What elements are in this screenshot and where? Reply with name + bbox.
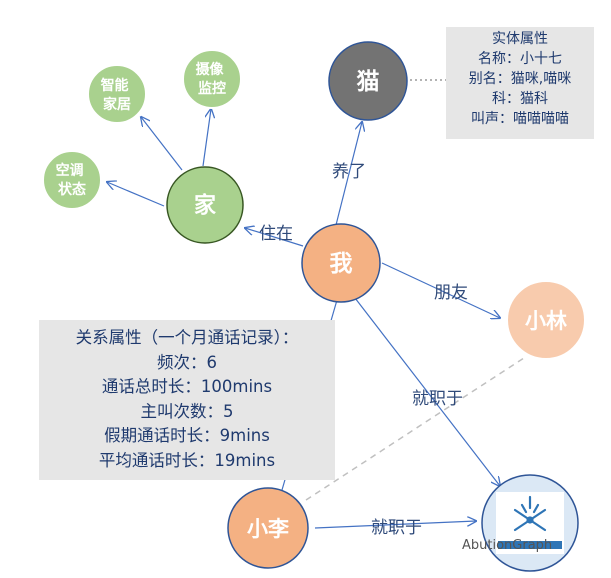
edge-wo-jia: [245, 228, 304, 247]
node-kongtiao[interactable]: [42, 150, 102, 210]
entity-box-title: 实体属性: [492, 31, 548, 47]
node-zhineng-label: 智能 家居: [100, 77, 134, 113]
relation-box-title: 关系属性（一个月通话记录）：: [75, 328, 299, 347]
node-xiaoli[interactable]: [227, 487, 309, 569]
node-shexiang-label: 摄像 监控: [196, 61, 229, 97]
edge-jia-shexiang: [202, 109, 211, 167]
edge-wo-mao: [335, 122, 362, 226]
entity-attr-alias: 别名：猫咪,喵咪: [468, 71, 572, 87]
node-xiaolin-label: 小林: [525, 309, 567, 333]
edge-wo-company: [354, 297, 500, 486]
relation-attr-total-duration: 通话总时长：100mins: [101, 377, 273, 396]
watermark: AbutionGraph: [462, 538, 553, 553]
entity-attr-family: 科：猫科: [492, 91, 548, 107]
entity-attr-name: 名称：小十七: [478, 51, 562, 67]
company-logo-caption-bar: [498, 541, 562, 549]
edge-label-jiuzhiyu-2: 就职于: [371, 518, 422, 538]
company-logo-icon: [513, 495, 547, 532]
relation-attr-frequency: 频次：6: [157, 352, 217, 372]
node-mao[interactable]: [328, 41, 408, 121]
node-wo[interactable]: [301, 223, 381, 303]
edge-wo-xiaolin: [381, 262, 500, 318]
relation-attributes-box: 关系属性（一个月通话记录）： 频次：6 通话总时长：100mins 主叫次数：5…: [39, 320, 335, 480]
edge-label-pengyou: 朋友: [434, 283, 468, 303]
node-xiaoli-label: 小李: [247, 517, 290, 541]
node-jia-label: 家: [194, 193, 217, 219]
node-mao-label: 猫: [357, 69, 380, 95]
node-wo-label: 我: [330, 251, 353, 277]
edge-label-zhuzai: 住在: [259, 224, 293, 244]
node-zhineng-line1: 智能: [100, 77, 129, 94]
node-shexiang-line2: 监控: [198, 80, 226, 97]
relation-attr-average-duration: 平均通话时长：19mins: [98, 450, 276, 470]
node-zhineng-line2: 家居: [103, 96, 131, 113]
edge-xiaoli-company: [314, 521, 476, 529]
edge-jia-zhineng: [141, 117, 183, 171]
node-xiaolin[interactable]: [506, 280, 586, 360]
entity-attributes-box: 实体属性 名称：小十七 别名：猫咪,喵咪 科：猫科 叫声：喵喵喵喵: [446, 27, 594, 139]
entity-attr-sound: 叫声：喵喵喵喵: [471, 111, 569, 127]
node-zhineng[interactable]: [87, 64, 147, 124]
node-shexiang-line1: 摄像: [196, 61, 225, 78]
edge-label-jiuzhiyu-1: 就职于: [412, 389, 463, 409]
node-jia[interactable]: [166, 166, 244, 244]
node-kongtiao-label: 空调 状态: [56, 162, 89, 198]
node-kongtiao-line1: 空调: [56, 162, 84, 179]
edge-jia-kongtiao: [107, 182, 165, 207]
node-kongtiao-line2: 状态: [58, 181, 86, 198]
edge-label-yangle: 养了: [332, 162, 366, 182]
node-shexiang[interactable]: [182, 49, 242, 109]
relation-attr-caller-count: 主叫次数：5: [140, 401, 234, 421]
relation-attr-holiday-duration: 假期通话时长：9mins: [104, 426, 270, 445]
